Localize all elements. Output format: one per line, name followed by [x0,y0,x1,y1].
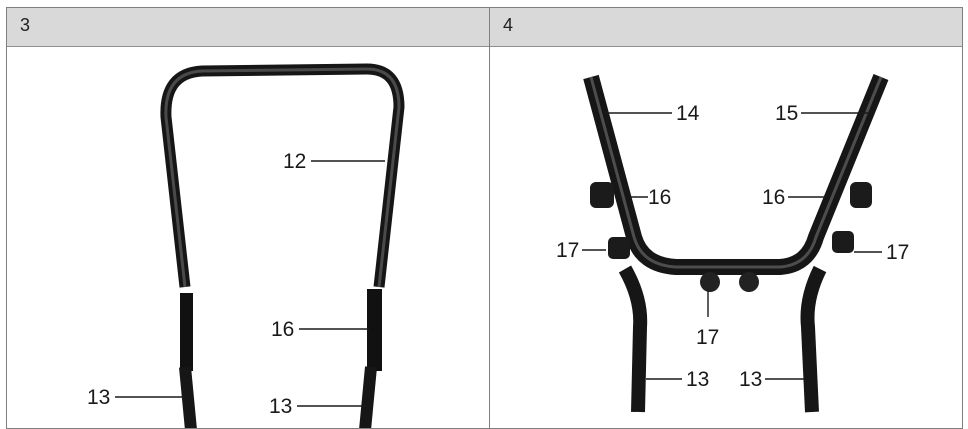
assembly-step-4-panel: 4 14 15 16 16 17 17 17 [489,7,963,429]
upper-handle-bar [160,63,405,288]
callout-12: 12 [283,150,306,173]
callout-15: 15 [775,102,798,125]
callout-13-left: 13 [686,368,709,391]
callout-17-left: 17 [556,239,579,262]
step-3-handle-illustration: 12 16 13 13 [87,63,405,428]
callout-17-bottom: 17 [696,326,719,349]
center-bolt-left [700,272,720,292]
lower-right-tube [800,265,827,413]
center-bolt-right [739,272,759,292]
lower-left-tube [618,265,648,413]
callout-13-right: 13 [739,368,762,391]
lower-right-tube [359,366,377,428]
callout-16: 16 [271,318,294,341]
right-sleeve [367,289,382,371]
left-bolt-knob [608,237,630,259]
step-3-number: 3 [20,15,31,35]
step-4-header: 4 [490,8,962,47]
step-4-number: 4 [503,15,514,35]
step-3-header: 3 [7,8,489,47]
callout-16-left: 16 [648,186,671,209]
step-4-handle-illustration: 14 15 16 16 17 17 17 13 13 [556,73,909,413]
right-lever-knob [850,182,872,208]
callout-13-right: 13 [269,395,292,418]
lower-left-tube [179,366,197,428]
callout-17-right: 17 [886,241,909,264]
callout-14: 14 [676,102,700,125]
left-lever-knob [590,182,614,208]
assembly-step-3-panel: 3 12 16 13 13 [6,7,490,429]
callout-13-left: 13 [87,386,110,409]
callout-16-right: 16 [762,186,785,209]
right-bolt-knob [832,231,854,253]
left-sleeve [180,293,193,371]
